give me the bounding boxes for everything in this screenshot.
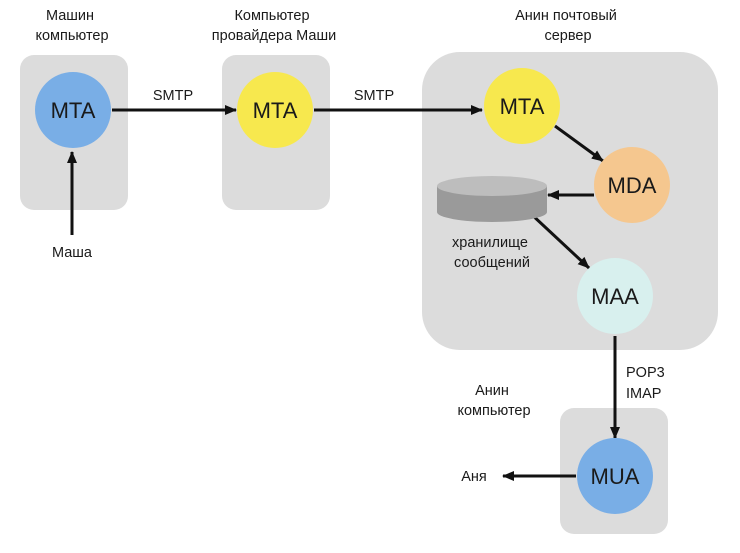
- masha-computer-label-line2: компьютер: [35, 28, 108, 44]
- masha-computer-label-line1: Машин: [46, 8, 94, 24]
- person-masha-label: Маша: [52, 245, 93, 261]
- node-mta-server-label: MTA: [500, 94, 545, 119]
- edge-label-smtp-1: SMTP: [153, 88, 193, 104]
- anya-server-label-line1: Анин почтовый: [515, 8, 617, 24]
- masha-computer-label: Машин компьютер: [35, 8, 108, 44]
- provider-computer-label-line1: Компьютер: [234, 8, 309, 24]
- node-mda-label: MDA: [608, 173, 657, 198]
- provider-computer-label-line2: провайдера Маши: [212, 28, 336, 44]
- node-mda: MDA: [594, 147, 670, 223]
- storage-label-line1: хранилище: [452, 235, 528, 251]
- anya-server-label-line2: сервер: [544, 28, 591, 44]
- node-mta-provider: MTA: [237, 72, 313, 148]
- edge-label-imap: IMAP: [626, 386, 661, 402]
- anya-computer-label: Анин компьютер: [457, 383, 530, 419]
- edge-label-pop3: POP3: [626, 365, 665, 381]
- edge-mta3-to-mda: [554, 124, 604, 163]
- edge-label-smtp-2: SMTP: [354, 88, 394, 104]
- person-anya-label: Аня: [461, 469, 487, 485]
- node-mua: MUA: [577, 438, 653, 514]
- edge-storage-to-maa: [528, 211, 591, 270]
- node-mta-masha-label: MTA: [51, 98, 96, 123]
- anya-computer-label-line1: Анин: [475, 383, 509, 399]
- storage-label-line2: сообщений: [454, 255, 530, 271]
- provider-computer-label: Компьютер провайдера Маши: [212, 8, 336, 44]
- anya-computer-label-line2: компьютер: [457, 403, 530, 419]
- cylinder-storage-icon: [437, 176, 547, 222]
- node-mta-provider-label: MTA: [253, 98, 298, 123]
- anya-server-label: Анин почтовый сервер: [515, 8, 621, 44]
- node-mua-label: MUA: [591, 464, 640, 489]
- node-mta-masha: MTA: [35, 72, 111, 148]
- node-mta-server: MTA: [484, 68, 560, 144]
- node-maa-label: MAA: [591, 284, 639, 309]
- node-maa: MAA: [577, 258, 653, 334]
- storage-label: хранилище сообщений: [452, 235, 532, 271]
